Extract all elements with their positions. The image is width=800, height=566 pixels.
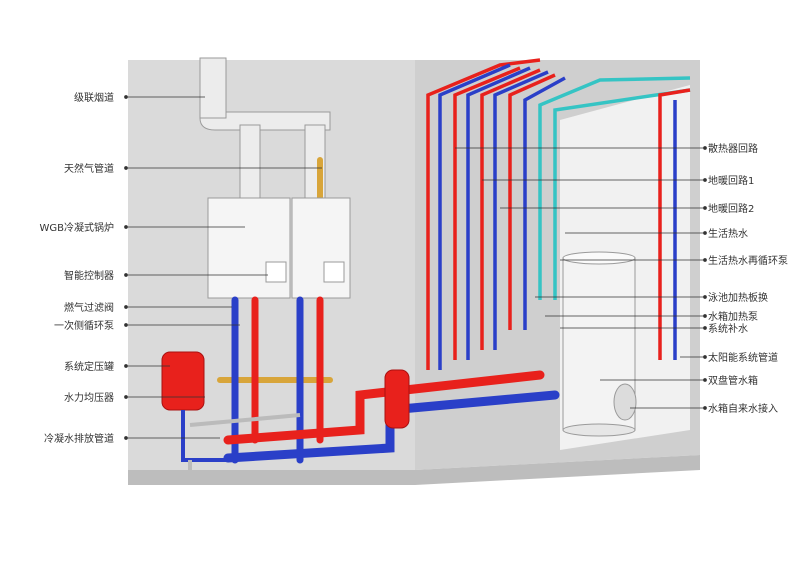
riser-pipes (426, 58, 691, 370)
header-pipes (223, 370, 560, 463)
label-dhw-recirculation-pump: 生活热水再循环泵 (708, 256, 788, 267)
label-condensate-pipe: 冷凝水排放管道 (44, 434, 114, 445)
label-expansion-tank: 系统定压罐 (64, 362, 114, 373)
leader-dot (703, 326, 707, 330)
leader-dot (124, 323, 128, 327)
leader-dot (703, 178, 707, 182)
label-natural-gas-pipe: 天然气管道 (64, 164, 114, 175)
leader-dot (124, 305, 128, 309)
leader-dot (124, 166, 128, 170)
label-gas-filter-valve: 燃气过滤阀 (64, 303, 114, 314)
label-smart-controller: 智能控制器 (64, 271, 114, 282)
leader-dot (124, 436, 128, 440)
leader-dot (703, 406, 707, 410)
expansion-tank (161, 351, 205, 411)
label-dual-coil-tank: 双盘管水箱 (708, 376, 758, 387)
label-tank-mains-inlet: 水箱自来水接入 (708, 404, 778, 415)
smart-controller-box (265, 261, 287, 283)
dual-coil-tank (562, 251, 637, 437)
leader-dot (124, 273, 128, 277)
leader-dot (703, 295, 707, 299)
leader-dot (124, 225, 128, 229)
floor-strip (128, 455, 700, 485)
leader-dot (703, 206, 707, 210)
primary-pipes (231, 296, 324, 464)
boiler-units (207, 197, 351, 299)
leader-dot (703, 146, 707, 150)
leader-dot (703, 231, 707, 235)
label-pool-heat-exchanger: 泳池加热板换 (708, 293, 768, 304)
label-floor-heating-2: 地暖回路2 (708, 204, 755, 215)
label-cascade-flue: 级联烟道 (74, 93, 114, 104)
label-radiator-circuit: 散热器回路 (708, 144, 758, 155)
label-system-makeup-water: 系统补水 (708, 324, 748, 335)
condensate-pipe (188, 413, 301, 470)
label-condensing-boiler: WGB冷凝式锅炉 (39, 223, 115, 234)
label-tank-heating-pump: 水箱加热泵 (708, 312, 758, 323)
leader-dot (703, 378, 707, 382)
leader-dot (124, 95, 128, 99)
hydraulic-separator (384, 369, 410, 429)
label-solar-system-pipe: 太阳能系统管道 (708, 353, 778, 364)
leader-dot (703, 355, 707, 359)
label-primary-pump: 一次侧循环泵 (54, 321, 114, 332)
label-hydraulic-separator: 水力均压器 (64, 393, 114, 404)
label-floor-heating-1: 地暖回路1 (708, 176, 755, 187)
leader-dot (124, 364, 128, 368)
leader-dot (703, 314, 707, 318)
label-domestic-hot-water: 生活热水 (708, 229, 748, 240)
leader-dot (124, 395, 128, 399)
leader-dot (703, 258, 707, 262)
